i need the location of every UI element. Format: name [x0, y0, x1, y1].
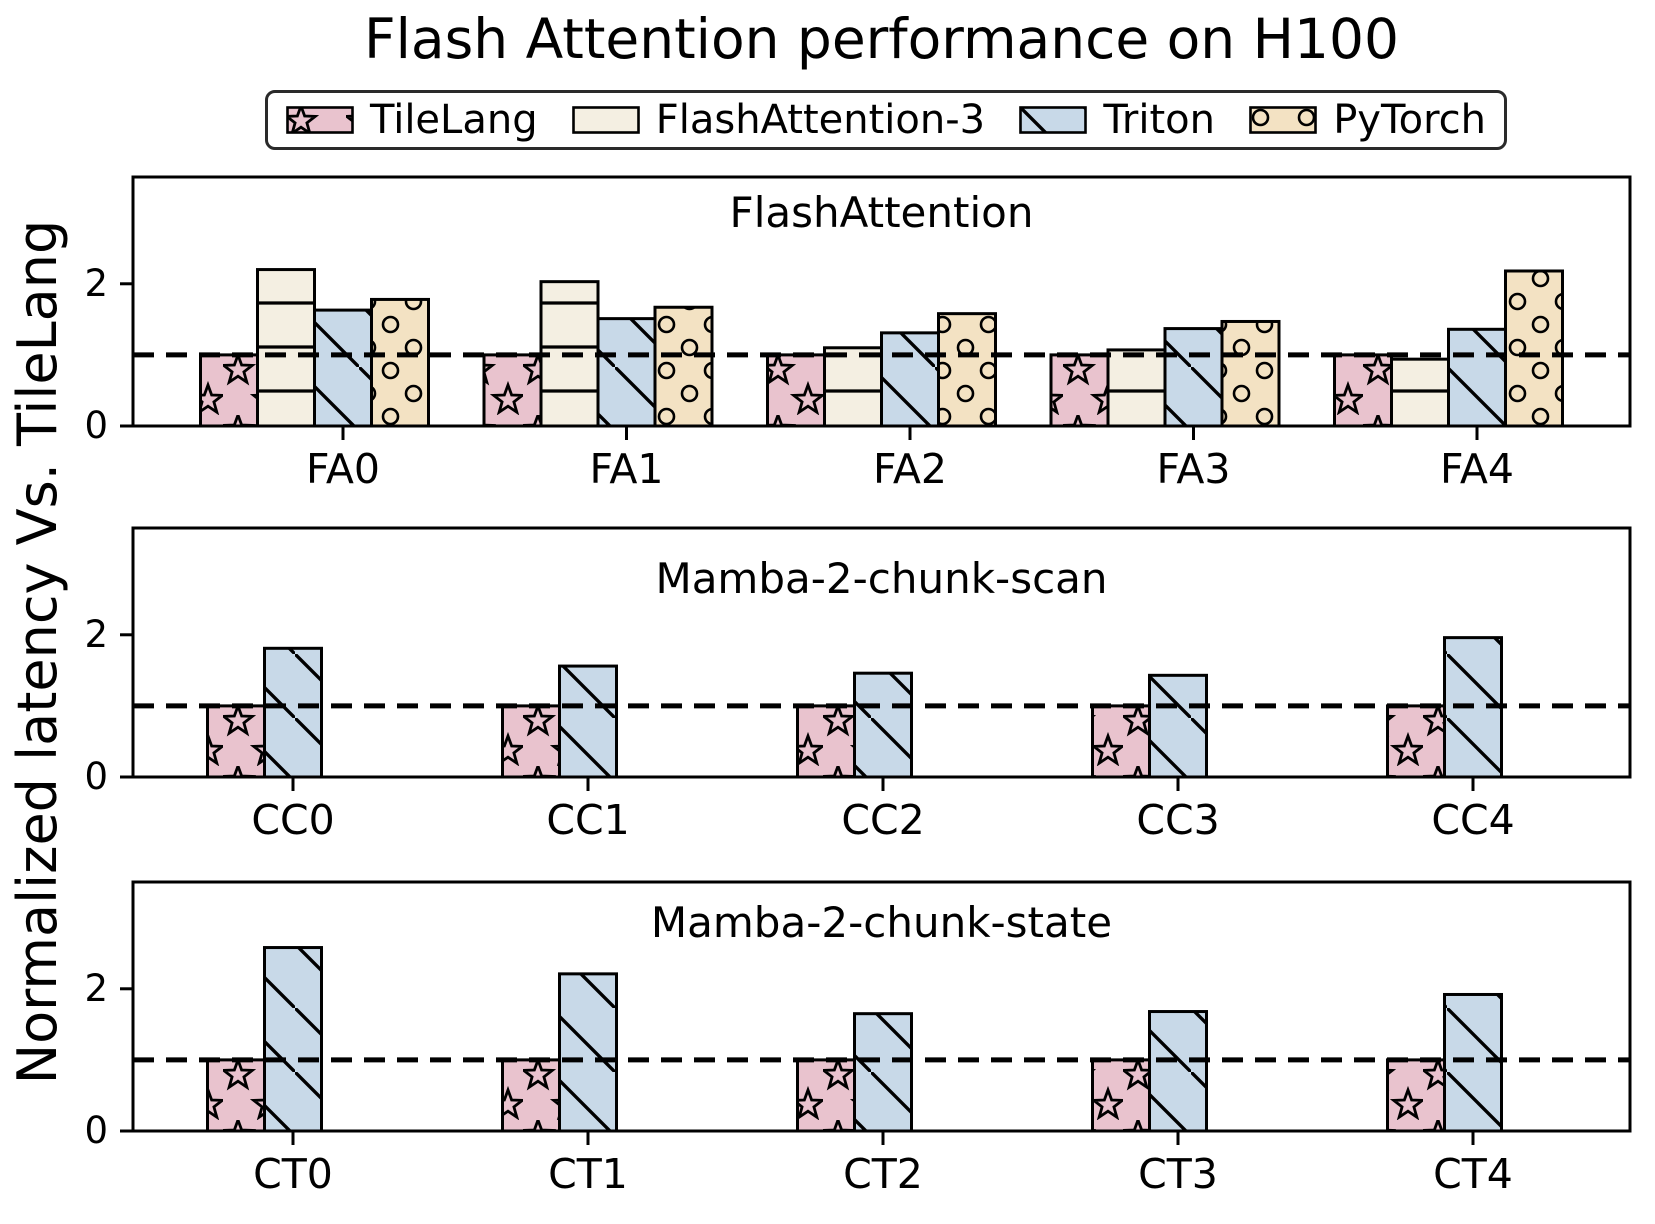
bar-triton-cc1	[558, 664, 618, 779]
legend-label-pytorch: PyTorch	[1333, 97, 1486, 143]
bar-tilelang-fa2	[766, 353, 826, 428]
panel-mamba-2-chunk-scan: CC0 CC1 CC2 CC3 CC4	[120, 526, 1632, 844]
legend-item-triton: Triton	[1019, 98, 1215, 142]
x-tick-label: CC3	[1136, 796, 1219, 844]
y-tick-label: 2	[84, 262, 108, 305]
pytorch-circles-swatch-icon	[1249, 106, 1317, 134]
bar-triton-ct4	[1443, 992, 1503, 1133]
bar-tilelang-cc0	[206, 704, 266, 779]
bar-triton-ct2	[853, 1012, 913, 1133]
x-tick-label: CT4	[1433, 1150, 1513, 1198]
bar-triton-fa3	[1163, 327, 1224, 428]
bar-tilelang-ct3	[1091, 1058, 1151, 1133]
triton-diagonal-swatch-icon	[1019, 106, 1088, 134]
panel-title-flashattention: FlashAttention	[729, 188, 1034, 237]
bar-pytorch-fa0	[370, 297, 430, 428]
bar-pytorch-fa1	[653, 305, 714, 428]
chart-title: Flash Attention performance on H100	[364, 7, 1399, 71]
x-tick-label: CT3	[1138, 1150, 1218, 1198]
bar-tilelang-fa0	[199, 353, 259, 428]
bar-pytorch-fa4	[1504, 269, 1564, 428]
x-tick-label: CC4	[1431, 796, 1514, 844]
bar-triton-fa1	[596, 317, 657, 428]
legend-item-flashattention-3: FlashAttention-3	[571, 97, 986, 143]
bar-flashattention-3-fa3	[1106, 348, 1167, 428]
x-tick-label: CC0	[251, 796, 334, 844]
legend-label-tilelang: TileLang	[370, 97, 538, 143]
bar-triton-cc2	[853, 671, 913, 779]
bar-pytorch-fa3	[1220, 319, 1281, 428]
x-tick-label: CC1	[546, 796, 629, 844]
bar-triton-ct1	[558, 972, 618, 1133]
x-tick-label: CT2	[843, 1150, 923, 1198]
tilelang-star-swatch-icon	[286, 106, 354, 134]
x-tick-label: FA3	[1157, 445, 1231, 493]
bar-tilelang-ct1	[501, 1058, 561, 1133]
bar-tilelang-fa3	[1049, 353, 1110, 428]
bar-tilelang-cc4	[1386, 704, 1446, 779]
y-tick-label: 0	[84, 755, 108, 798]
bar-triton-fa4	[1447, 327, 1507, 428]
x-tick-label: FA0	[306, 445, 380, 493]
y-tick-label: 0	[84, 1109, 108, 1152]
legend-label-triton: Triton	[1103, 97, 1215, 143]
y-tick-label: 2	[84, 967, 108, 1010]
bar-flashattention-3-fa4	[1390, 357, 1450, 428]
y-axis-label: Normalized latency Vs. TileLang	[6, 219, 69, 1085]
legend-item-pytorch: PyTorch	[1249, 98, 1486, 142]
bar-tilelang-ct0	[206, 1058, 266, 1133]
bar-triton-cc0	[263, 646, 323, 779]
flashattention3-plain-swatch-icon	[571, 106, 640, 134]
bar-triton-fa0	[313, 308, 373, 428]
bar-tilelang-ct2	[796, 1058, 856, 1133]
y-tick-label: 2	[84, 613, 108, 656]
x-tick-label: FA1	[590, 445, 664, 493]
bar-triton-ct0	[263, 946, 323, 1133]
legend-label-flashattention-3: FlashAttention-3	[655, 97, 986, 143]
bar-pytorch-fa2	[937, 312, 997, 428]
bar-triton-ct3	[1148, 1010, 1208, 1133]
x-tick-label: CT1	[548, 1150, 628, 1198]
panel-title-mamba-2-chunk-scan: Mamba-2-chunk-scan	[655, 554, 1108, 603]
bar-flashattention-3-fa2	[823, 346, 883, 428]
bar-tilelang-fa1	[482, 353, 543, 428]
panel-mamba-2-chunk-state: CT0 CT1 CT2 CT3 CT4	[120, 880, 1632, 1198]
panel-title-mamba-2-chunk-state: Mamba-2-chunk-state	[650, 898, 1113, 947]
x-tick-label: CC2	[841, 796, 924, 844]
bar-flashattention-3-fa0	[256, 268, 316, 428]
legend: TileLang FlashAttention-3 Triton PyTorch	[265, 90, 1507, 150]
x-tick-label: CT0	[253, 1150, 333, 1198]
bar-tilelang-cc2	[796, 704, 856, 779]
legend-item-tilelang: TileLang	[286, 98, 538, 142]
bar-tilelang-cc1	[501, 704, 561, 779]
bar-tilelang-cc3	[1091, 704, 1151, 779]
bar-tilelang-fa4	[1333, 353, 1393, 428]
x-tick-label: FA2	[873, 445, 947, 493]
bar-tilelang-ct4	[1386, 1058, 1446, 1133]
panel-flashattention: FA0 FA1 FA2 FA3 FA4	[120, 175, 1632, 493]
bar-triton-fa2	[880, 331, 940, 428]
bar-triton-cc3	[1148, 673, 1208, 779]
axes-frame	[131, 175, 1632, 428]
x-tick-label: FA4	[1440, 445, 1514, 493]
y-tick-label: 0	[84, 404, 108, 447]
